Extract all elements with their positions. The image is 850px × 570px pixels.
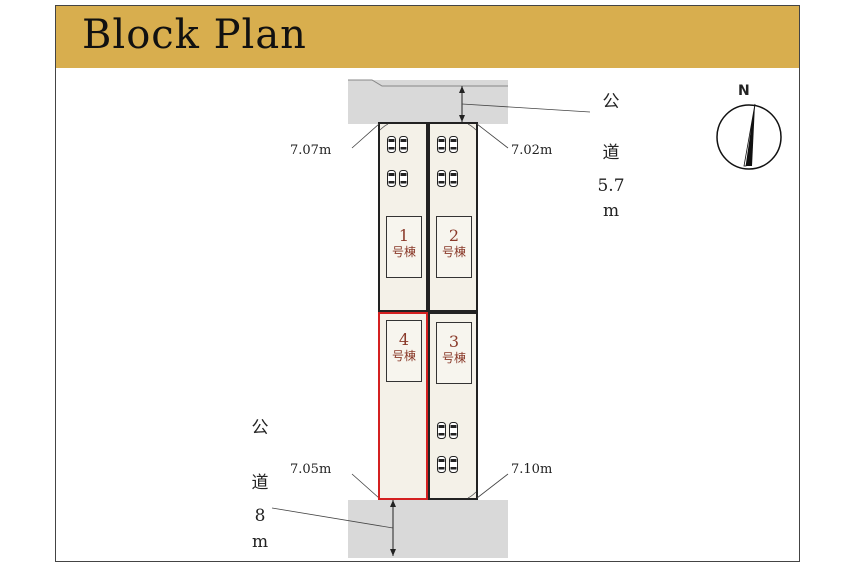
car-icon xyxy=(437,456,446,473)
lot-4[interactable]: 4 号棟 xyxy=(378,312,428,500)
car-icon xyxy=(449,136,458,153)
lot-3-label: 号棟 xyxy=(441,351,466,365)
north-road-label-1: 公 xyxy=(602,92,620,112)
frontage-leader-sw xyxy=(351,473,380,499)
frontage-ne: 7.02m xyxy=(511,143,553,158)
house-2: 2 号棟 xyxy=(436,216,472,278)
south-road-leader xyxy=(271,507,394,529)
car-icon xyxy=(449,170,458,187)
car-icon xyxy=(449,456,458,473)
page-title: Block Plan xyxy=(82,12,307,58)
south-road-width: 8 xyxy=(254,506,266,526)
frontage-nw: 7.07m xyxy=(290,143,332,158)
dim-arrow-bottom-s xyxy=(390,549,396,556)
frontage-se: 7.10m xyxy=(511,462,553,477)
compass-label: N xyxy=(738,83,750,99)
lot-4-number: 4 xyxy=(398,330,410,349)
lot-2-label: 号棟 xyxy=(441,245,466,259)
car-icon xyxy=(449,422,458,439)
car-icon xyxy=(437,136,446,153)
north-road-edge xyxy=(348,79,508,87)
lot-2[interactable]: 2 号棟 xyxy=(428,122,478,312)
north-road-width: 5.7 xyxy=(597,176,625,196)
car-icon xyxy=(387,136,396,153)
house-4: 4 号棟 xyxy=(386,320,422,382)
frontage-leader-nw xyxy=(351,123,380,149)
car-icon xyxy=(437,422,446,439)
car-icon xyxy=(437,170,446,187)
car-icon xyxy=(399,136,408,153)
dim-arrow-top-s xyxy=(390,500,396,507)
lot-1[interactable]: 1 号棟 xyxy=(378,122,428,312)
lot-1-label: 号棟 xyxy=(391,245,416,259)
lot-2-number: 2 xyxy=(448,226,460,245)
car-icon xyxy=(399,170,408,187)
header-bar: Block Plan xyxy=(56,6,799,68)
house-3: 3 号棟 xyxy=(436,322,472,384)
frontage-sw: 7.05m xyxy=(290,462,332,477)
lot-3-number: 3 xyxy=(448,332,460,351)
lot-1-number: 1 xyxy=(398,226,410,245)
south-road xyxy=(348,500,508,558)
south-road-unit: m xyxy=(251,532,269,552)
lot-4-label: 号棟 xyxy=(391,349,416,363)
dim-arrow-top xyxy=(459,86,465,93)
house-1: 1 号棟 xyxy=(386,216,422,278)
south-road-label-1: 公 xyxy=(251,418,269,438)
north-arrow-icon xyxy=(716,103,782,170)
car-icon xyxy=(387,170,396,187)
frontage-leader-se xyxy=(476,473,509,499)
north-road xyxy=(348,80,508,124)
north-road-unit: m xyxy=(602,201,620,221)
dim-arrow-bottom xyxy=(459,115,465,122)
frontage-leader-ne xyxy=(476,123,509,149)
north-road-label-2: 道 xyxy=(602,143,620,163)
north-road-leader xyxy=(461,103,591,113)
south-road-label-2: 道 xyxy=(251,473,269,493)
